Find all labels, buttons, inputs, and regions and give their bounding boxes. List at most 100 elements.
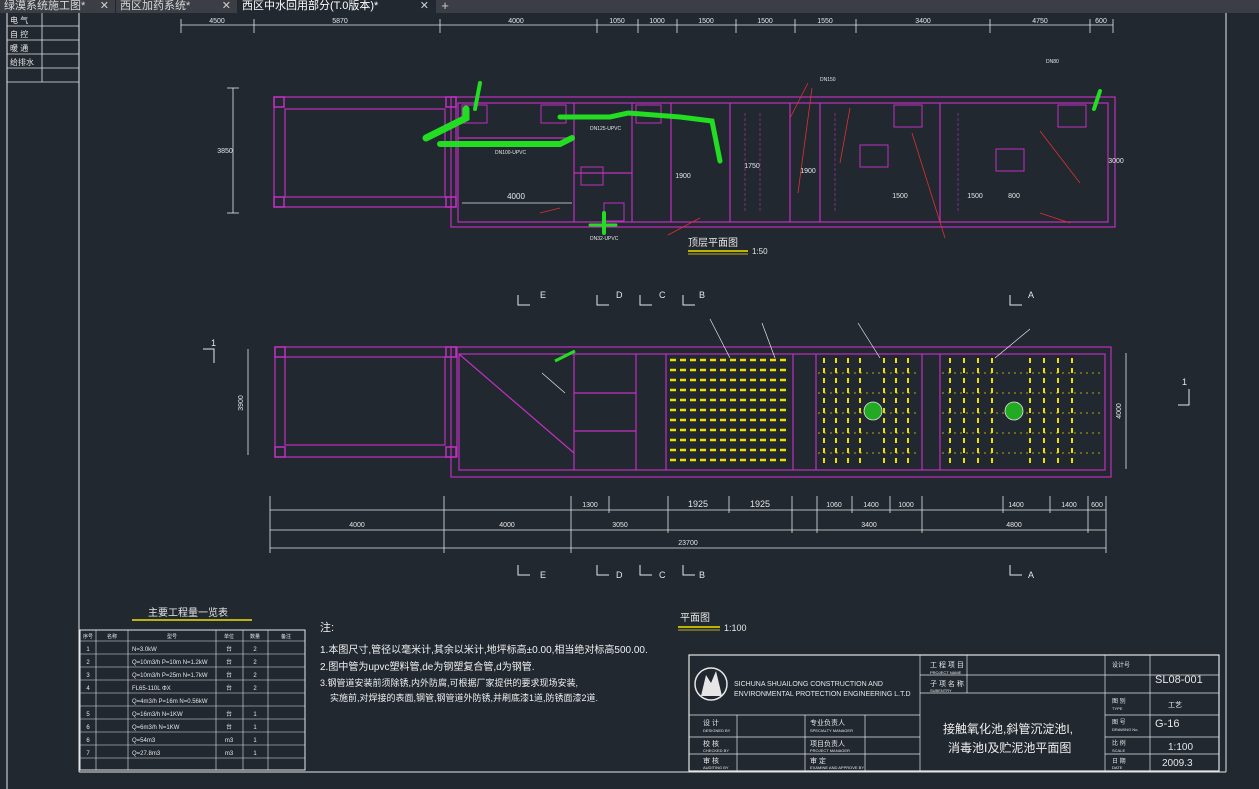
section-label: A <box>1028 570 1034 580</box>
dimension-text: 1400 <box>1008 502 1024 509</box>
section-label: C <box>659 570 666 580</box>
sidebar-row: 电 气 <box>10 15 28 25</box>
dimension-text: 800 <box>1008 193 1020 200</box>
note-item: 2.图中管为upvc塑料管,de为钢塑复合管,d为钢管. <box>320 660 534 673</box>
dimension-text: 3900 <box>238 395 245 411</box>
label-en: DRAWING No. <box>1112 727 1139 732</box>
table-header: 型号 <box>167 633 177 640</box>
table-cell: 台 <box>226 723 232 731</box>
new-tab-button[interactable]: + <box>441 0 449 13</box>
label: 图 别 <box>1112 697 1126 705</box>
role: 项目负责人 <box>810 739 845 748</box>
role-en: AUDITING BY <box>703 765 729 770</box>
dimension-text: 4000 <box>508 18 524 25</box>
table-cell: 台 <box>226 658 232 666</box>
label: 子 项 名 称 <box>930 679 964 688</box>
label-en: DATE <box>1112 765 1123 770</box>
table-row: 5 Q=16m3/h N=1KW 台 1 <box>86 710 257 718</box>
table-header: 备注 <box>281 633 291 640</box>
notes-heading: 注: <box>320 620 334 634</box>
label: 图 号 <box>1112 719 1126 726</box>
dimension-text: 1750 <box>744 163 760 170</box>
role-en: DESIGNED BY <box>703 728 731 733</box>
table-cell: Q=6m3/h N=1KW <box>132 725 180 731</box>
tab-3[interactable]: 西区中水回用部分(T.0版本)* ✕ <box>238 0 436 13</box>
top-dimension-chain: 4500 5870 4000 1050 1000 1500 1500 1550 … <box>180 18 1114 33</box>
dimension-text: 1500 <box>967 193 983 200</box>
plan-title: 顶层平面图 <box>688 237 738 249</box>
dimension-text: 600 <box>1091 502 1103 509</box>
close-icon[interactable]: ✕ <box>419 0 429 12</box>
label-en: PROJECT NAME <box>930 670 962 675</box>
sidebar-row: 自 控 <box>10 29 28 39</box>
close-icon[interactable]: ✕ <box>99 0 109 12</box>
table-row: 3 Q=10m3/h P=25m N=1.7kW 台 2 <box>86 671 257 679</box>
tab-label: 西区中水回用部分(T.0版本)* <box>242 0 379 12</box>
tab-label: 绿漠系统施工图* <box>4 0 86 12</box>
table-row: 4 FL65-110L ΦX 台 2 <box>86 684 257 692</box>
pipe-label: DN125-UPVC <box>590 126 622 132</box>
dimension-text: 1900 <box>800 168 816 175</box>
pipe-label: DN100-UPVC <box>495 150 527 156</box>
dimension-text: 3400 <box>861 522 877 529</box>
table-header: 单位 <box>224 633 234 640</box>
drawing-canvas[interactable]: 电 气 自 控 暖 通 给排水 4500 5870 4000 1050 1000… <box>0 13 1259 789</box>
upper-plan: 4000 3850 1900 1750 1900 3000 1500 800 1… <box>217 59 1124 256</box>
table-cell: Q=54m3 <box>132 738 156 744</box>
general-notes: 注: 1.本图尺寸,管径以毫米计,其余以米计,地坪标高±0.00,相当绝对标高5… <box>320 620 648 703</box>
scale-value: 1:100 <box>1168 742 1193 753</box>
project-number: SL08-001 <box>1155 674 1203 686</box>
table-cell: Q=16m3/h N=1KW <box>132 712 183 718</box>
dimension-text: 1000 <box>898 502 914 509</box>
close-icon[interactable]: ✕ <box>221 0 231 12</box>
dimension-text: 4000 <box>499 522 515 529</box>
table-row: 6 Q=54m3 m3 1 <box>86 738 257 744</box>
role-en: SPECIALTY MANAGER <box>810 728 853 733</box>
sidebar-row: 暖 通 <box>10 43 28 53</box>
side-label: 1 <box>1182 377 1187 387</box>
table-cell: 2 <box>253 686 257 692</box>
table-cell: Q=27.8m3 <box>132 751 161 757</box>
lower-plan: E D C B A E D C B A 1 1 3900 4000 <box>203 290 1190 633</box>
drawing-number: G-16 <box>1155 718 1179 730</box>
tab-2[interactable]: 西区加药系统* ✕ <box>116 0 238 13</box>
drawing-title: 消毒池I及贮泥池平面图 <box>948 740 1071 755</box>
dimension-text: 3400 <box>915 18 931 25</box>
pipe-label: DN150 <box>820 77 836 83</box>
dimension-text: 4000 <box>507 192 525 201</box>
dimension-text: 4750 <box>1032 18 1048 25</box>
tab-1[interactable]: 绿漠系统施工图* ✕ <box>0 0 116 13</box>
table-cell: 1 <box>253 738 257 744</box>
table-header: 数量 <box>250 633 260 640</box>
drawing-frame <box>6 13 1227 789</box>
table-cell: Q=10m3/h P=10m N=1.2kW <box>132 660 208 666</box>
section-label: B <box>699 570 705 580</box>
dimension-text: 1300 <box>582 502 598 509</box>
side-label: 1 <box>211 338 216 348</box>
dimension-text: 1500 <box>757 18 773 25</box>
label: 日 期 <box>1112 757 1126 765</box>
dimension-text: 3000 <box>1108 158 1124 165</box>
section-label: C <box>659 290 666 300</box>
sidebar-table: 电 气 自 控 暖 通 给排水 <box>7 13 79 83</box>
table-cell: 1 <box>253 751 257 757</box>
dimension-text: 600 <box>1095 18 1107 25</box>
dimension-text: 5870 <box>332 18 348 25</box>
table-header: 序号 <box>83 633 93 640</box>
table-title: 主要工程量一览表 <box>148 606 228 619</box>
label: 比 例 <box>1112 739 1126 747</box>
table-cell: 7 <box>86 751 90 757</box>
drawing-title: 接触氧化池,斜管沉淀池I, <box>943 721 1073 736</box>
table-cell: N=3.0kW <box>132 647 157 653</box>
section-label: E <box>540 570 546 580</box>
table-row: 6 Q=6m3/h N=1KW 台 1 <box>86 723 257 731</box>
label-en: SUBENTRY <box>930 688 952 693</box>
dimension-text: 1060 <box>826 502 842 509</box>
company-logo <box>694 667 728 701</box>
table-cell: 6 <box>86 725 90 731</box>
label: 工 程 项 目 <box>930 660 964 669</box>
note-item: 1.本图尺寸,管径以毫米计,其余以米计,地坪标高±0.00,相当绝对标高500.… <box>320 643 648 656</box>
section-label: A <box>1028 290 1034 300</box>
table-cell: 2 <box>253 647 257 653</box>
dimension-text: 1000 <box>649 18 665 25</box>
